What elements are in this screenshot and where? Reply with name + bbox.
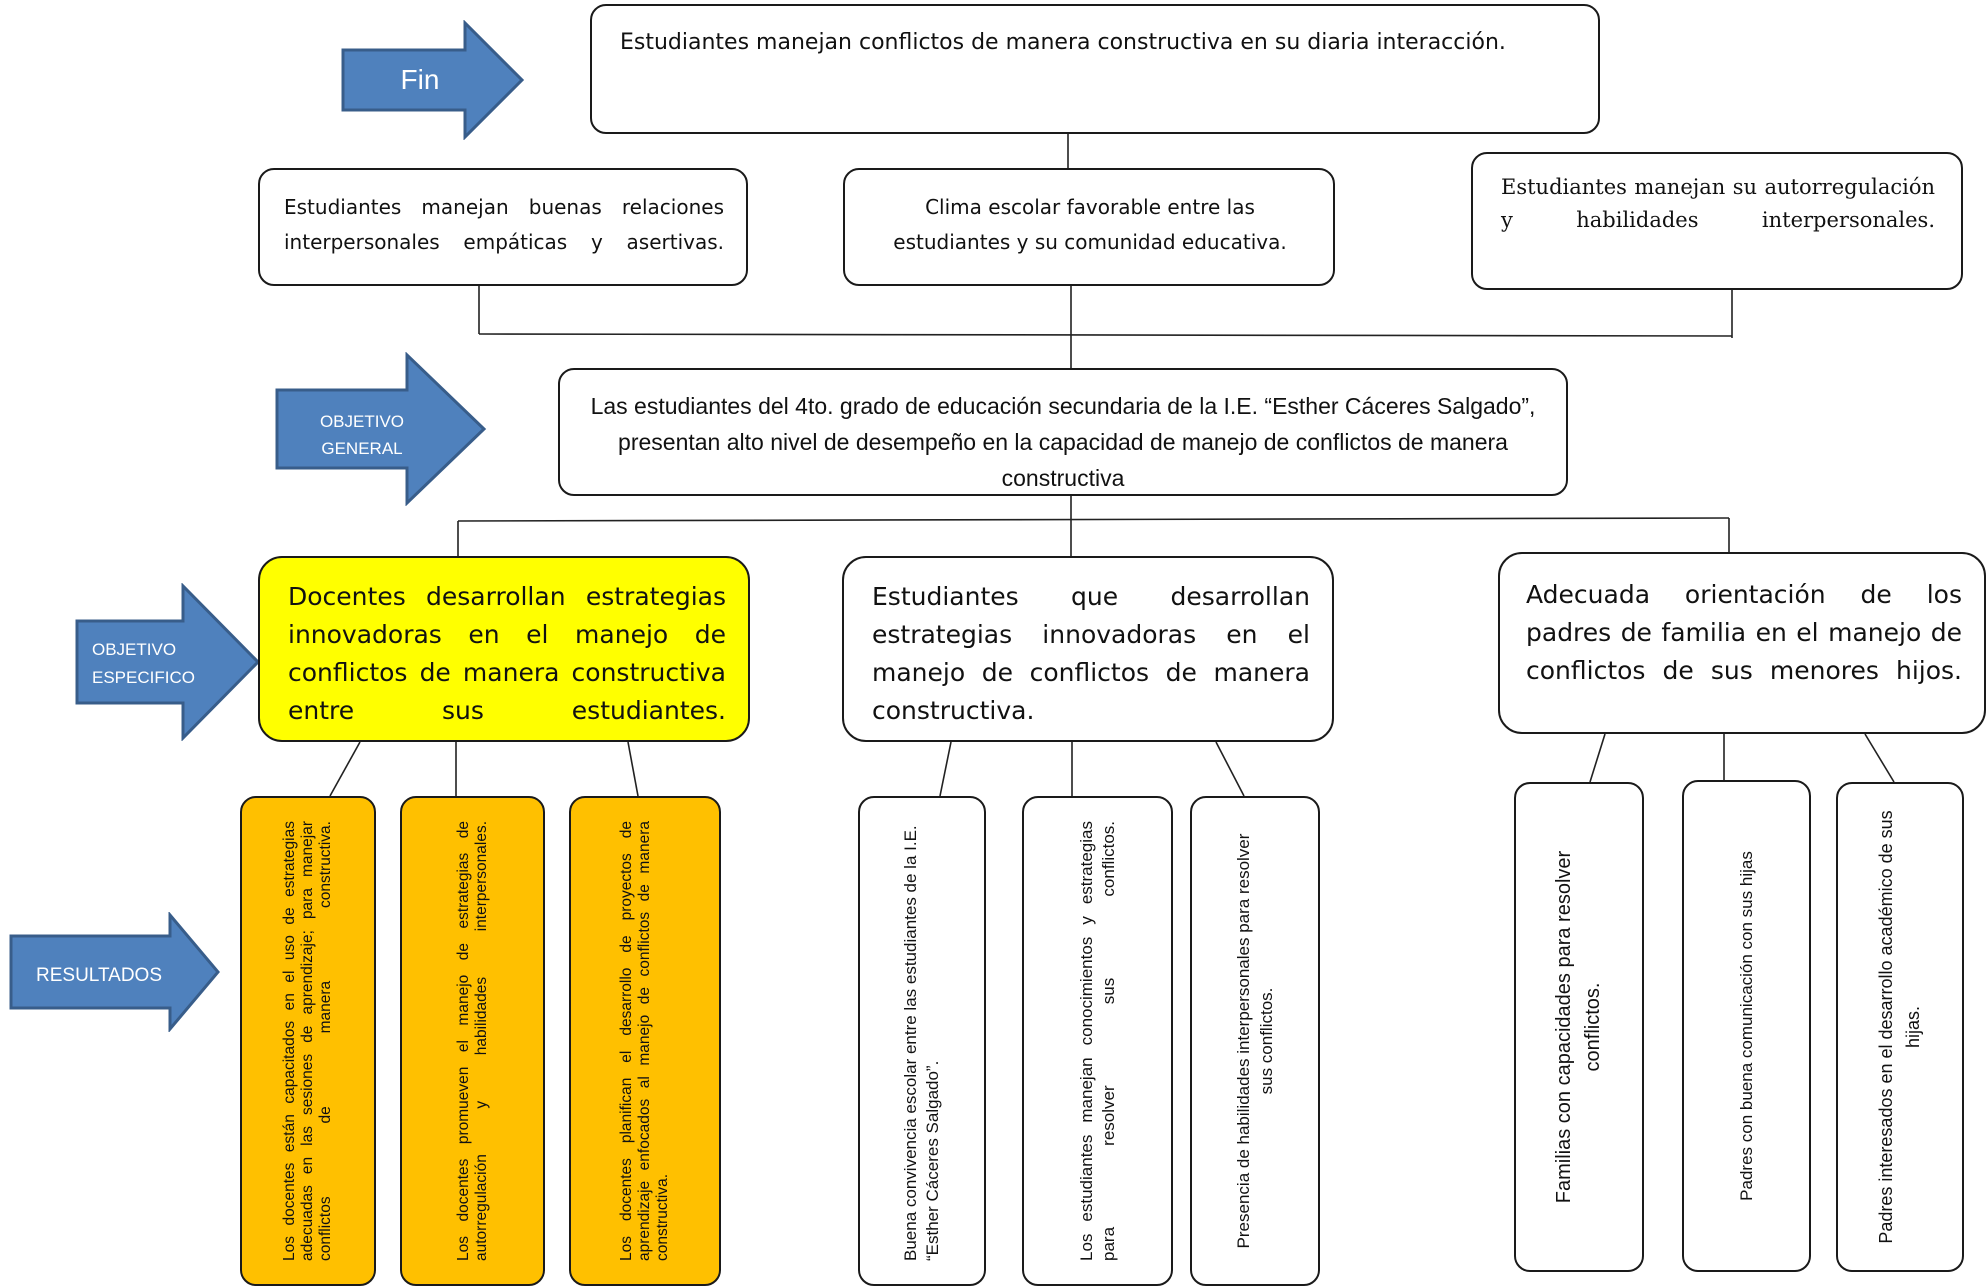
- result-box-6: Presencia de habilidades interpersonales…: [1190, 796, 1320, 1286]
- specific-box-parents: Adecuada orientación de los padres de fa…: [1498, 552, 1986, 734]
- fin-arrow: [341, 20, 525, 140]
- result-box-1: Los docentes están capacitados en el uso…: [240, 796, 376, 1286]
- result-box-3: Los docentes planifican el desarrollo de…: [569, 796, 721, 1286]
- middle-box-center-text: Clima escolar favorable entre las estudi…: [893, 195, 1287, 254]
- general-objective-box: Las estudiantes del 4to. grado de educac…: [558, 368, 1568, 496]
- specific-box-students-text: Estudiantes que desarrollan estrategias …: [872, 582, 1310, 725]
- result-box-7-text: Familias con capacidades para resolver c…: [1553, 850, 1604, 1204]
- fin-box: Estudiantes manejan conflictos de manera…: [590, 4, 1600, 134]
- objetivo-general-arrow: [275, 352, 487, 506]
- middle-box-right: Estudiantes manejan su autorregulación y…: [1471, 152, 1963, 290]
- fin-arrow-label: Fin: [400, 64, 440, 95]
- general-objective-text: Las estudiantes del 4to. grado de educac…: [590, 393, 1536, 491]
- middle-box-left-text: Estudiantes manejan buenas relaciones in…: [284, 195, 724, 254]
- middle-box-left: Estudiantes manejan buenas relaciones in…: [258, 168, 748, 286]
- specific-box-students: Estudiantes que desarrollan estrategias …: [842, 556, 1334, 742]
- objetivo-general-label: OBJETIVO GENERAL: [319, 412, 405, 458]
- result-box-4: Buena convivencia escolar entre las estu…: [858, 796, 986, 1286]
- result-box-9: Padres interesados en el desarrollo acad…: [1836, 782, 1964, 1272]
- result-box-8: Padres con buena comunicación con sus hi…: [1682, 780, 1811, 1272]
- resultados-label: RESULTADOS: [36, 965, 162, 986]
- result-box-7: Familias con capacidades para resolver c…: [1514, 782, 1644, 1272]
- result-box-8-text: Padres con buena comunicación con sus hi…: [1736, 851, 1756, 1201]
- result-box-9-text: Padres interesados en el desarrollo acad…: [1876, 810, 1923, 1244]
- resultados-arrow: [9, 912, 220, 1032]
- objetivo-especifico-label: OBJETIVO ESPECIFICO: [92, 640, 195, 687]
- result-box-6-text: Presencia de habilidades interpersonales…: [1234, 833, 1276, 1249]
- result-box-3-text: Los docentes planifican el desarrollo de…: [618, 821, 671, 1261]
- result-box-5-text: Los estudiantes manejan conocimientos y …: [1076, 821, 1118, 1261]
- result-box-1-text: Los docentes están capacitados en el uso…: [281, 821, 334, 1261]
- middle-box-right-text: Estudiantes manejan su autorregulación y…: [1501, 175, 1935, 232]
- objetivo-especifico-arrow: [75, 583, 261, 741]
- result-box-2: Los docentes promueven el manejo de estr…: [400, 796, 545, 1286]
- result-box-2-text: Los docentes promueven el manejo de estr…: [454, 821, 490, 1261]
- result-box-4-text: Buena convivencia escolar entre las estu…: [901, 825, 942, 1261]
- specific-box-teachers: Docentes desarrollan estrategias innovad…: [258, 556, 750, 742]
- middle-box-center: Clima escolar favorable entre las estudi…: [843, 168, 1335, 286]
- result-box-5: Los estudiantes manejan conocimientos y …: [1022, 796, 1173, 1286]
- specific-box-teachers-text: Docentes desarrollan estrategias innovad…: [288, 582, 726, 725]
- specific-box-parents-text: Adecuada orientación de los padres de fa…: [1526, 580, 1962, 685]
- fin-box-text: Estudiantes manejan conflictos de manera…: [620, 30, 1506, 55]
